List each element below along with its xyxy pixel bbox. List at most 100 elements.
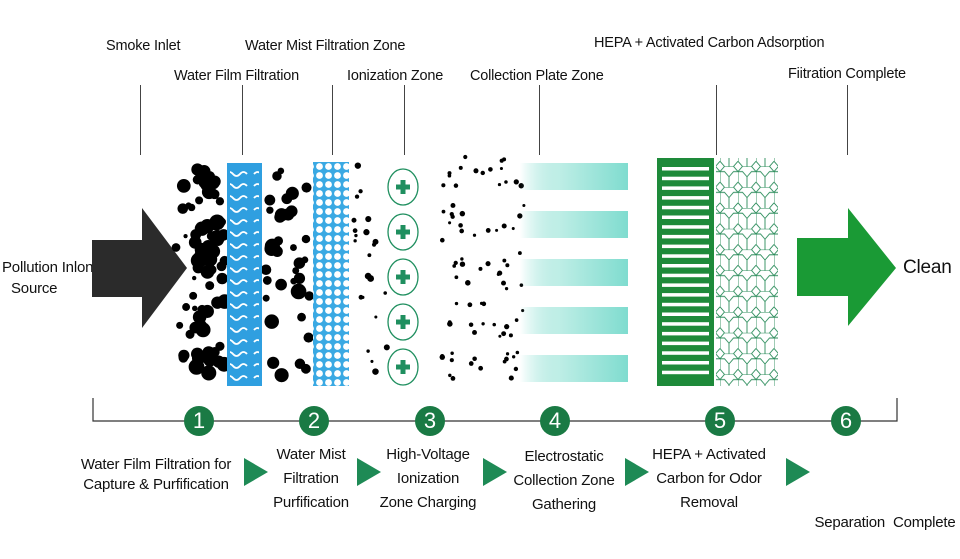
charged-particle: [501, 223, 507, 229]
step-label-6: Separation Complete: [810, 463, 960, 559]
step-label-1: Water Film Filtration for Capture & Purf…: [74, 455, 238, 495]
smoke-particle: [303, 332, 314, 343]
label-collection-plate: Collection Plate Zone: [470, 68, 604, 84]
collection-plate: [520, 259, 628, 286]
charged-particle: [468, 361, 474, 366]
smoke-particle: [274, 368, 289, 383]
smoke-particle: [177, 203, 189, 214]
charged-particle: [441, 209, 446, 214]
charged-particle: [472, 330, 477, 335]
smoke-particle: [351, 217, 357, 223]
charged-particle: [448, 373, 452, 378]
smoke-particle: [274, 211, 286, 223]
charged-particle: [447, 173, 452, 178]
step-arrow-icon: [483, 458, 507, 486]
smoke-particle: [383, 291, 387, 295]
smoke-particle: [352, 228, 358, 233]
hepa-slot: [662, 322, 709, 326]
collection-plate: [520, 211, 628, 238]
charged-particle: [513, 179, 519, 185]
hepa-slot: [662, 283, 709, 287]
charged-particle: [439, 237, 445, 243]
smoke-particle: [205, 281, 215, 291]
charged-particle: [499, 166, 503, 171]
smoke-particle: [301, 256, 309, 264]
charged-particle: [478, 266, 483, 271]
plus-icon: [400, 180, 406, 194]
charged-particle: [479, 301, 484, 306]
label-ionization-zone: Ionization Zone: [347, 68, 444, 84]
step-badge-4: 4: [540, 406, 570, 436]
charged-particle: [495, 228, 499, 232]
leader-line: [716, 85, 717, 155]
hepa-slot: [662, 351, 709, 355]
smoke-particle: [290, 283, 307, 300]
charged-particle: [501, 280, 506, 286]
step-3-line: Ionization: [396, 470, 460, 487]
charged-particle: [505, 263, 510, 268]
hepa-slot: [662, 205, 709, 210]
smoke-particle: [260, 264, 272, 276]
smoke-particle: [383, 344, 390, 351]
step-label-4: Electrostatic Collection Zone Gathering: [506, 445, 622, 517]
smoke-particle: [216, 261, 227, 272]
hepa-slot: [662, 234, 709, 239]
label-hepa-carbon: HEPA + Activated Carbon Adsorption: [594, 35, 825, 51]
smoke-particle: [358, 189, 363, 194]
smoke-particle: [171, 243, 181, 252]
charged-particle: [450, 202, 456, 208]
smoke-particle: [290, 244, 297, 252]
charged-particle: [454, 275, 459, 280]
charged-particle: [485, 261, 491, 267]
smoke-particle: [212, 355, 225, 368]
hepa-slot: [662, 225, 709, 229]
charged-particle: [488, 167, 493, 172]
smoke-particle: [264, 238, 280, 254]
charged-particle: [450, 214, 455, 219]
smoke-particle: [297, 312, 306, 322]
smoke-particle: [215, 197, 225, 206]
smoke-particle: [183, 234, 188, 239]
smoke-particle: [176, 321, 184, 329]
smoke-particle: [191, 351, 206, 365]
step-3-line: High-Voltage: [386, 446, 470, 463]
charged-particle: [522, 203, 526, 208]
smoke-particle: [178, 352, 189, 363]
smoke-particle: [209, 229, 225, 246]
smoke-particle: [267, 356, 280, 369]
charged-particle: [452, 264, 457, 268]
smoke-particle: [185, 329, 195, 339]
step-2-line: Water Mist: [276, 446, 346, 463]
smoke-particle: [365, 215, 372, 223]
smoke-particle: [192, 275, 197, 281]
smoke-particle: [192, 305, 198, 312]
charged-particle: [508, 375, 514, 381]
charged-particle: [504, 180, 508, 184]
charged-particle: [459, 228, 465, 234]
charged-particle: [459, 261, 466, 267]
step-4-line: Collection Zone: [513, 472, 615, 489]
charged-particle: [450, 376, 456, 381]
hepa-slot: [662, 302, 709, 307]
charged-particle: [517, 251, 522, 255]
hepa-slot: [662, 254, 709, 258]
charged-particle: [441, 183, 446, 188]
smoke-particle: [194, 221, 210, 236]
diagram-canvas: [92, 154, 898, 486]
step-4-line: Gathering: [531, 496, 597, 513]
hepa-slot: [662, 176, 709, 181]
charged-particle: [481, 322, 485, 326]
plus-icon: [400, 315, 406, 329]
smoke-particle: [182, 303, 191, 311]
step-label-5: HEPA + Activated Carbon for Odor Removal: [644, 443, 774, 515]
smoke-particle: [374, 315, 378, 319]
smoke-particle: [192, 174, 203, 185]
charged-particle: [511, 355, 516, 359]
label-water-mist-zone: Water Mist Filtration Zone: [245, 38, 406, 54]
smoke-particle: [266, 206, 274, 214]
hepa-slot: [662, 167, 709, 171]
charged-particle: [450, 351, 454, 355]
charged-particle: [467, 302, 473, 308]
charged-particle: [480, 170, 485, 176]
smoke-particle: [285, 205, 298, 218]
